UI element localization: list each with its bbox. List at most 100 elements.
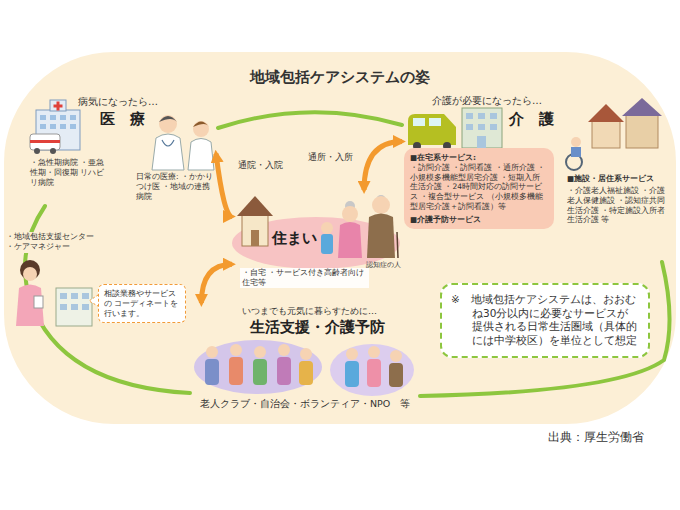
family-figures [321, 195, 398, 258]
hospital-window [50, 115, 56, 120]
region-heading: 介 護 [509, 110, 554, 130]
community-activities [330, 344, 414, 396]
diagram-title: 地域包括ケアシステムの姿 [250, 68, 430, 88]
doctor-figures [193, 122, 209, 128]
wheelchair-user [566, 137, 582, 170]
edge-label: 通院・入院 [236, 160, 285, 172]
care-houses [626, 114, 658, 148]
ambulance [30, 140, 60, 143]
hospital-window [40, 115, 76, 129]
home-illustration [232, 195, 400, 269]
note-box: ※ 地域包括ケアシステムは、おおむね30分以内に必要なサービスが提供される日常生… [440, 283, 650, 358]
community-activities [194, 340, 322, 394]
activity-person [278, 344, 290, 356]
doctor-figures [188, 139, 214, 171]
care-houses [622, 98, 662, 116]
center-window [82, 293, 89, 299]
care-van [413, 118, 425, 126]
facility-window [490, 113, 497, 119]
activity-person [300, 348, 312, 360]
service-list: ・訪問介護 ・訪問看護 ・通所介護 ・小規模多機能型居宅介護 ・短期入所生活介護… [410, 163, 548, 212]
wheelchair-user [571, 137, 581, 147]
house-figure [237, 196, 273, 216]
connector-arrow [201, 264, 232, 303]
doctor-figures [152, 115, 214, 170]
edge-label: 通所・入所 [306, 152, 355, 164]
home-node: 住まい・自宅 ・サービス付き高齢者向け住宅等 [232, 190, 400, 296]
medical-region: 病気になったら…医 療・急性期病院 ・亜急性期・回復期 リハビリ病院日常の医療:… [28, 92, 216, 204]
care-houses [588, 98, 662, 148]
service-heading: ■施設・居住系サービス [567, 174, 654, 184]
housing-list: ・自宅 ・サービス付き高齢者向け住宅等 [240, 268, 369, 288]
role-label: ・地域包括支援センター ・ケアマネジャー [4, 232, 100, 253]
hospital-window [70, 124, 76, 129]
doctor-figures [152, 134, 184, 170]
house-figure [242, 214, 268, 246]
green-loop [25, 112, 670, 396]
activity-person [206, 346, 218, 358]
callout-tail [89, 295, 98, 306]
facility-window [477, 136, 486, 148]
activity-person [390, 350, 402, 362]
home-care-panel: ■在宅系サービス:・訪問介護 ・訪問看護 ・通所介護 ・小規模多機能型居宅介護 … [404, 148, 554, 229]
facility-window [466, 124, 473, 130]
connector-arrow [216, 154, 232, 217]
facility-window [466, 113, 473, 119]
center-window [60, 304, 67, 310]
house-figure [251, 230, 259, 246]
care-manager-figure [23, 267, 37, 281]
family-figures [397, 232, 398, 258]
activity-person [368, 346, 380, 358]
activity-person [230, 344, 242, 356]
care-van [408, 114, 456, 145]
service-list: ・介護老人福祉施設 ・介護老人保健施設 ・認知症共同生活介護 ・特定施設入所者生… [567, 186, 667, 225]
support-center-building [56, 288, 92, 326]
care-manager-figure [16, 285, 44, 327]
center-window [82, 304, 89, 310]
ambulance [30, 134, 60, 150]
service-heading: ■介護予防サービス [410, 215, 548, 225]
activity-person [254, 346, 266, 358]
wheelchair-user [571, 147, 581, 157]
callout-tail [89, 295, 98, 306]
region-heading: 生活支援・介護予防 [250, 318, 385, 338]
center-window [71, 304, 78, 310]
green-loop [218, 112, 402, 128]
ambulance [30, 134, 60, 154]
center-window [71, 293, 78, 299]
facility-window [478, 113, 485, 119]
care-manager-figure [20, 260, 40, 280]
ambulance [50, 148, 56, 154]
care-manager-figure [34, 296, 43, 308]
doctor-figures [159, 116, 177, 122]
actor-list: 老人クラブ・自治会・ボランティア・NPO 等 [200, 398, 415, 410]
community-region: いつまでも元気に暮らすために…生活支援・介護予防老人クラブ・自治会・ボランティア… [190, 303, 418, 415]
center-window [60, 293, 89, 310]
family-figures [321, 222, 333, 234]
ambulance [34, 148, 40, 154]
region-heading: 医 療 [100, 110, 145, 130]
care-van [408, 114, 456, 150]
activity-person [205, 344, 403, 387]
family-figures [342, 206, 358, 222]
activity-person [299, 361, 313, 385]
doctor-figures [159, 115, 177, 133]
source-note: 出典：厚生労働省 [548, 430, 644, 446]
support-center-building [56, 288, 92, 326]
hospital-building [54, 102, 63, 111]
activity-person [229, 357, 243, 385]
house-figure [237, 196, 273, 246]
note-text: ※ 地域包括ケアシステムは、おおむね30分以内に必要なサービスが提供される日常生… [472, 293, 638, 348]
care-region: 介護が必要になったら… 介 護 ■施設・居住系サービス・介護老人福祉施設 ・介護老人… [402, 92, 670, 257]
figure-label: 認知症の人 [366, 261, 401, 270]
region-heading: 住まい [272, 229, 317, 249]
cream-ground [4, 52, 676, 424]
hospital-window [60, 115, 66, 120]
activity-person [389, 363, 403, 387]
region-lead: 介護が必要になったら… [432, 94, 542, 107]
care-van [429, 118, 441, 126]
family-figures [321, 234, 333, 254]
activity-person [367, 359, 381, 387]
facility-window [466, 113, 497, 148]
